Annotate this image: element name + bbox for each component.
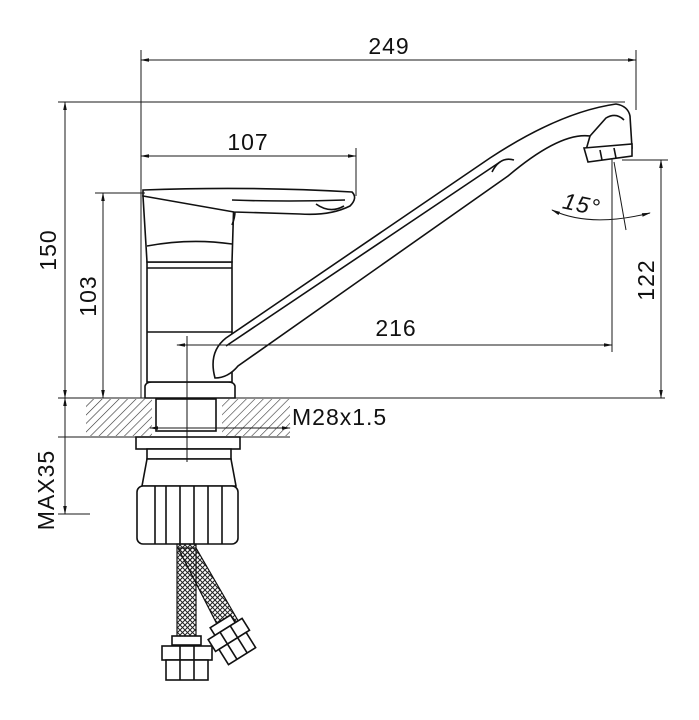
hose-ferrule-a <box>171 635 202 646</box>
mounting-assembly <box>135 398 241 545</box>
countertop <box>58 397 665 438</box>
dimensions: 249 107 150 103 216 122 15° M28x1.5 MAX3… <box>33 33 668 530</box>
hose-nut-a <box>161 645 213 661</box>
base-ring <box>144 381 236 399</box>
dim-total-length: 249 <box>368 33 409 59</box>
countertop-hatch-right <box>222 399 290 436</box>
fixing-nut-top <box>141 458 237 487</box>
cartridge-cap <box>142 195 235 263</box>
washer-ring <box>146 448 232 460</box>
spout-arm <box>212 103 633 379</box>
flex-hoses <box>161 543 257 681</box>
dim-max-thickness: MAX35 <box>33 450 59 530</box>
dim-mount-thread: M28x1.5 <box>292 404 387 430</box>
washer <box>135 436 241 450</box>
dim-spout-reach: 216 <box>375 315 416 341</box>
dim-arc-angle <box>551 209 651 221</box>
hose-nut-b <box>207 613 257 666</box>
aerator <box>582 143 633 163</box>
fixing-nut <box>136 485 239 545</box>
lever-handle <box>142 187 356 216</box>
spout <box>212 103 633 379</box>
countertop-hatch-left <box>86 399 152 436</box>
dim-spout-height: 122 <box>633 259 659 300</box>
dim-handle-length: 107 <box>227 129 268 155</box>
threaded-shank <box>155 398 217 432</box>
dim-total-height: 150 <box>35 229 61 270</box>
hose-nut-a-lower <box>165 659 209 681</box>
dim-body-height: 103 <box>75 275 101 316</box>
